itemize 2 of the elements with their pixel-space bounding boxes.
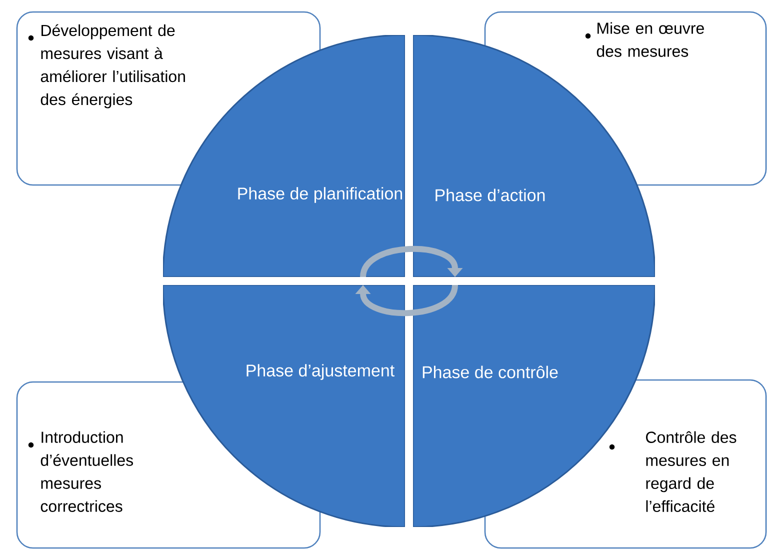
curved-arrow [355,284,458,316]
curved-arrow [360,246,463,278]
